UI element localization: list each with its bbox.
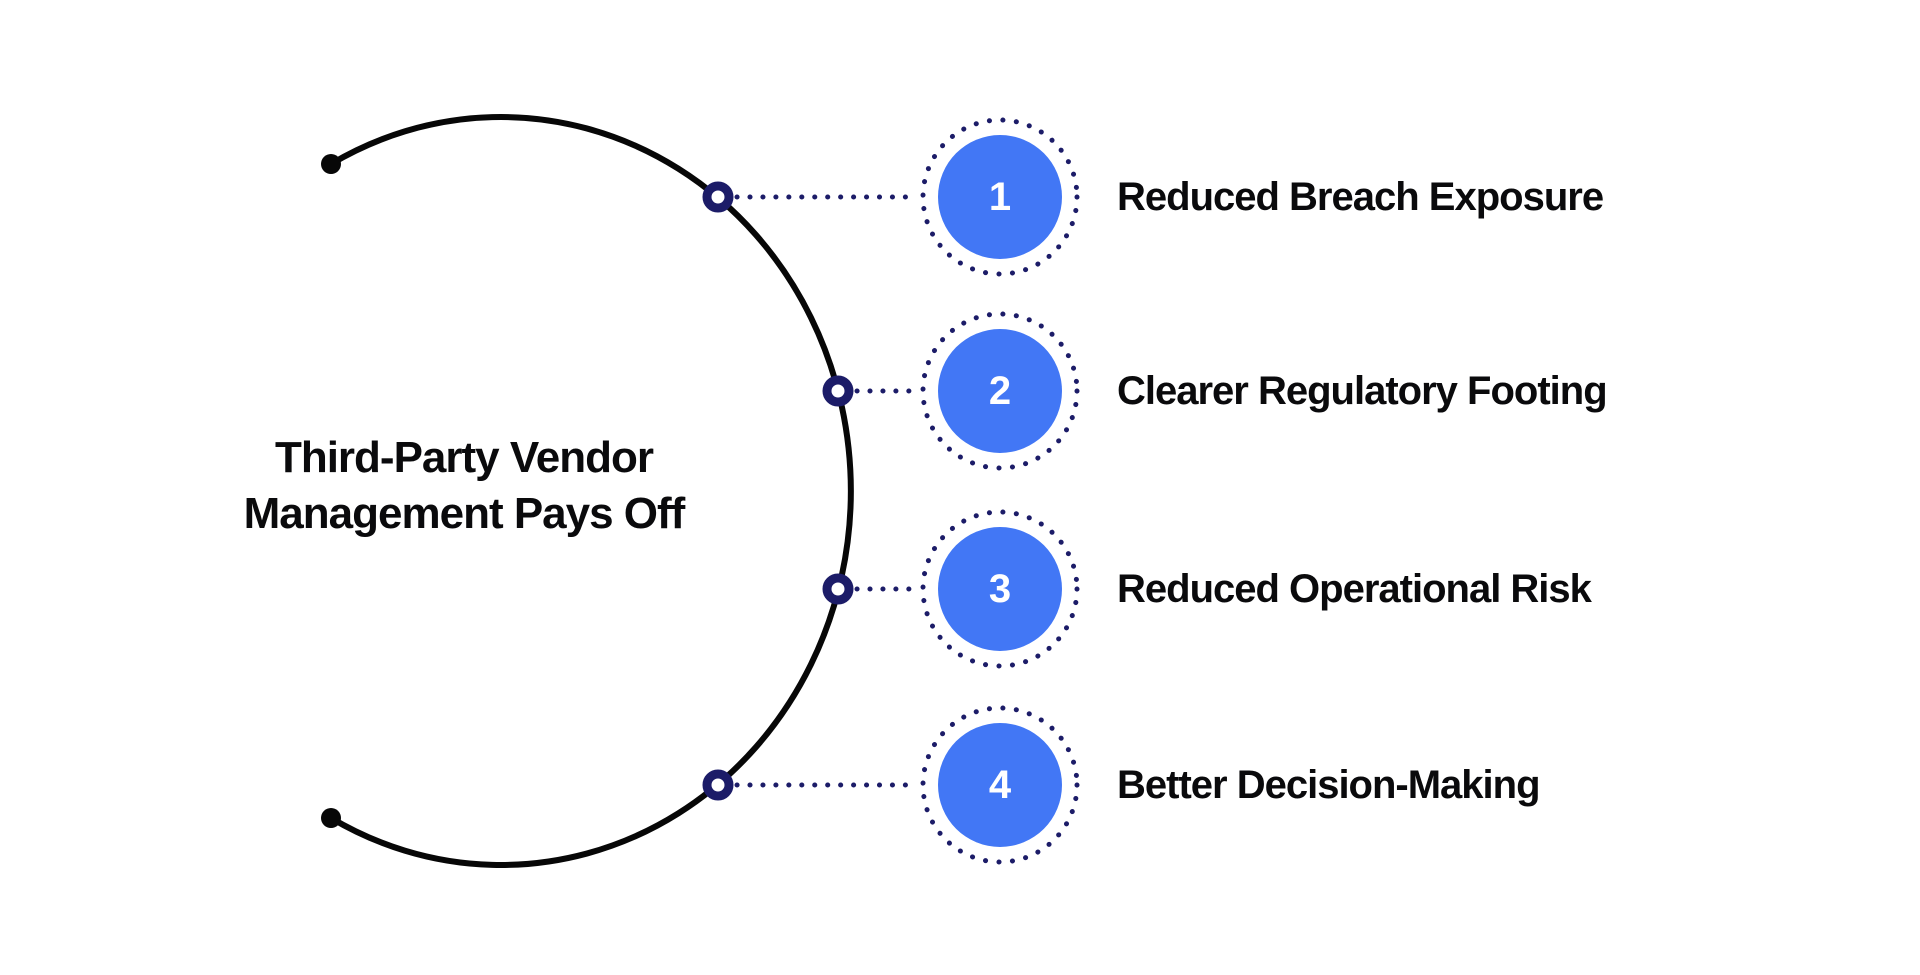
arc-node-ring-3 xyxy=(822,573,854,605)
item-number-4: 4 xyxy=(988,763,1012,807)
item-node-3: 3 xyxy=(938,527,1062,651)
item-label-2: Clearer Regulatory Footing xyxy=(1117,368,1608,413)
diagram-title-line1: Third-Party Vendor xyxy=(274,433,654,482)
arc-node-ring-2 xyxy=(822,375,854,407)
arc-endpoint-dot-bottom xyxy=(321,808,341,828)
item-label-1: Reduced Breach Exposure xyxy=(1117,174,1604,219)
arc-node-ring-1 xyxy=(702,181,734,213)
item-dotted-halo-3 xyxy=(920,509,1080,669)
item-dotted-halo-1 xyxy=(920,117,1080,277)
item-number-2: 2 xyxy=(988,369,1012,413)
item-node-4: 4 xyxy=(938,723,1062,847)
item-label-4: Better Decision-Making xyxy=(1117,762,1541,807)
item-number-1: 1 xyxy=(988,175,1012,219)
item-dotted-halo-2 xyxy=(920,311,1080,471)
arc-curve xyxy=(328,114,854,868)
item-node-2: 2 xyxy=(938,329,1062,453)
item-dotted-halo-4 xyxy=(920,705,1080,865)
diagram-title-line2: Management Pays Off xyxy=(243,489,686,538)
diagram-title: Third-Party Vendor Management Pays Off xyxy=(64,430,864,542)
item-label-3: Reduced Operational Risk xyxy=(1117,566,1592,611)
arc-node-ring-4 xyxy=(702,769,734,801)
item-number-3: 3 xyxy=(988,567,1012,611)
item-node-1: 1 xyxy=(938,135,1062,259)
arc-endpoint-dot-top xyxy=(321,154,341,174)
